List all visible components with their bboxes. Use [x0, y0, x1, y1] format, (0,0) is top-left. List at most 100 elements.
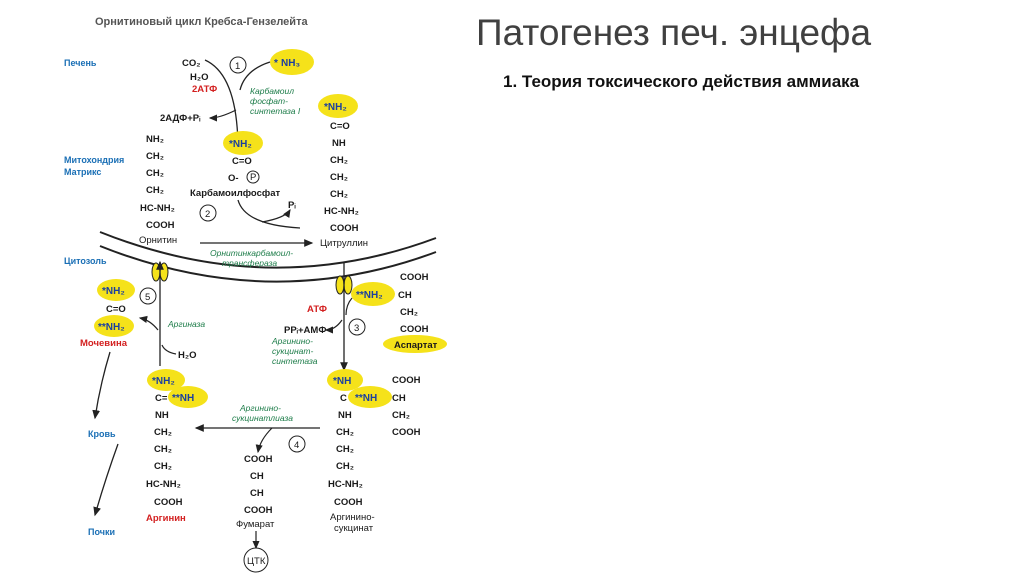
- ppi-label: PPᵢ+АМФ: [284, 325, 326, 336]
- atp-label: АТФ: [307, 304, 327, 315]
- svg-text:Фумарат: Фумарат: [236, 519, 275, 530]
- citrulline-structure: C=O NH CH₂ CH₂ CH₂ HC-NH₂ COOH Цитруллин: [320, 121, 368, 249]
- diagram-header: Орнитиновый цикл Кребса-Гензелейта: [95, 16, 308, 28]
- svg-text:CH₂: CH₂: [154, 461, 172, 472]
- pi-label: Pᵢ: [288, 200, 296, 211]
- carbamoyl-name: Карбамоилфосфат: [190, 188, 280, 199]
- urea-nh2a-highlight: [97, 279, 135, 301]
- co2-label: CO₂: [182, 58, 200, 69]
- h2o-step5: H₂O: [178, 350, 196, 361]
- aspartate-nh2: **NH₂: [356, 290, 383, 301]
- svg-text:CH₂: CH₂: [336, 461, 354, 472]
- arrow-to-kidneys: [93, 443, 119, 517]
- svg-text:COOH: COOH: [392, 375, 421, 386]
- svg-text:CH₂: CH₂: [146, 168, 164, 179]
- svg-text:CH₂: CH₂: [146, 185, 164, 196]
- aspartate-structure: COOH CH CH₂ COOH: [398, 272, 429, 335]
- svg-text:COOH: COOH: [392, 427, 421, 438]
- label-kidneys: Почки: [88, 527, 115, 537]
- ornithine-structure: NH₂ CH₂ CH₂ CH₂ HC-NH₂ COOH Орнитин: [139, 134, 177, 246]
- svg-text:HC-NH₂: HC-NH₂: [328, 479, 363, 490]
- h2o-label: H₂O: [190, 72, 208, 83]
- urea-nh2a: *NH₂: [102, 286, 125, 297]
- nh3-label: NH₃: [281, 58, 300, 69]
- label-blood: Кровь: [88, 429, 116, 439]
- carbamoyl-nh2: *NH₂: [229, 139, 252, 150]
- svg-text:COOH: COOH: [244, 454, 273, 465]
- svg-text:CH: CH: [398, 290, 412, 301]
- tca-label: ЦТК: [247, 556, 266, 567]
- enzyme1-line1: Карбамоил: [250, 86, 294, 96]
- svg-text:COOH: COOH: [400, 324, 429, 335]
- arginine-nh2: *NH₂: [152, 376, 175, 387]
- svg-text:CH₂: CH₂: [146, 151, 164, 162]
- svg-text:COOH: COOH: [400, 272, 429, 283]
- arrow-nh3: [239, 61, 271, 91]
- svg-text:CH₂: CH₂: [392, 410, 410, 421]
- svg-text:NH: NH: [155, 410, 169, 421]
- arrow-pi: [261, 208, 291, 223]
- enzyme5-label: Аргиназа: [167, 319, 205, 329]
- label-mito: Митохондрия: [64, 155, 124, 165]
- svg-text:CH: CH: [250, 488, 264, 499]
- step-1-badge: [229, 56, 247, 74]
- nh3-star: *: [274, 58, 278, 69]
- enzyme3-line1: Аргинино-: [271, 336, 313, 346]
- svg-text:CH₂: CH₂: [154, 427, 172, 438]
- label-matrix: Матрикс: [64, 167, 101, 177]
- step-3-number: 3: [354, 323, 359, 334]
- step-4-number: 4: [294, 440, 299, 451]
- svg-text:NH: NH: [338, 410, 352, 421]
- asuc-right-structure: COOH CH CH₂ COOH: [392, 375, 421, 438]
- atp2-label: 2АТФ: [192, 84, 217, 95]
- svg-text:CH: CH: [392, 393, 406, 404]
- enzyme1-line3: синтетаза I: [250, 106, 301, 116]
- nh3-highlight: [270, 49, 314, 75]
- asuc-nh2: **NH: [355, 393, 377, 404]
- svg-text:CH₂: CH₂: [400, 307, 418, 318]
- svg-text:HC-NH₂: HC-NH₂: [324, 206, 359, 217]
- outer-membrane: [99, 231, 437, 269]
- citrulline-nh2-highlight: [318, 94, 358, 118]
- carbamoyl-c: C=O: [232, 156, 252, 167]
- svg-text:HC-NH₂: HC-NH₂: [146, 479, 181, 490]
- arrow-adp: [208, 109, 237, 122]
- arrow-h2o5: [161, 344, 177, 355]
- svg-text:Аргинино-: Аргинино-: [330, 512, 375, 523]
- fumarate-structure: COOH CH CH COOH Фумарат: [236, 454, 275, 530]
- enzyme2-line1: Орнитинкарбамоил-: [210, 248, 293, 258]
- svg-text:COOH: COOH: [154, 497, 183, 508]
- enzyme3-line2: сукцинат-: [272, 346, 313, 356]
- aspartate-nh2-highlight: [351, 282, 395, 306]
- svg-text:CH₂: CH₂: [154, 444, 172, 455]
- citrulline-nh2: *NH₂: [324, 102, 347, 113]
- svg-text:HC-NH₂: HC-NH₂: [140, 203, 175, 214]
- phosphate-p: P: [250, 172, 256, 183]
- enzyme3-line3: синтетаза: [272, 356, 318, 366]
- arginine-name: Аргинин: [146, 513, 186, 524]
- phosphate-badge: [246, 170, 260, 184]
- arginine-nh-highlight: [168, 386, 208, 408]
- enzyme1-line2: фосфат-: [250, 96, 288, 106]
- svg-text:NH₂: NH₂: [146, 134, 164, 145]
- svg-text:CH₂: CH₂: [336, 427, 354, 438]
- aspartate-name: Аспартат: [394, 340, 438, 351]
- arrow-ppi: [324, 319, 343, 334]
- arrow-fumarate: [255, 427, 273, 454]
- asuc-nh2-highlight: [348, 386, 392, 408]
- svg-text:CH₂: CH₂: [330, 189, 348, 200]
- step-2-badge: [199, 204, 217, 222]
- svg-text:Цитруллин: Цитруллин: [320, 238, 368, 249]
- arginine-c: C=: [155, 393, 168, 404]
- arginine-structure: NH CH₂ CH₂ CH₂ HC-NH₂ COOH: [146, 410, 183, 508]
- arrow-carbamoyl: [237, 199, 301, 229]
- enzyme2-line2: трансфераза: [222, 258, 277, 268]
- urea-c: C=O: [106, 304, 126, 315]
- svg-text:CH₂: CH₂: [336, 444, 354, 455]
- slide-title: Патогенез печ. энцефа: [476, 12, 872, 53]
- urea-name: Мочевина: [80, 338, 128, 349]
- svg-text:COOH: COOH: [334, 497, 363, 508]
- label-cytosol: Цитозоль: [64, 256, 107, 266]
- enzyme4-line1: Аргинино-: [239, 403, 281, 413]
